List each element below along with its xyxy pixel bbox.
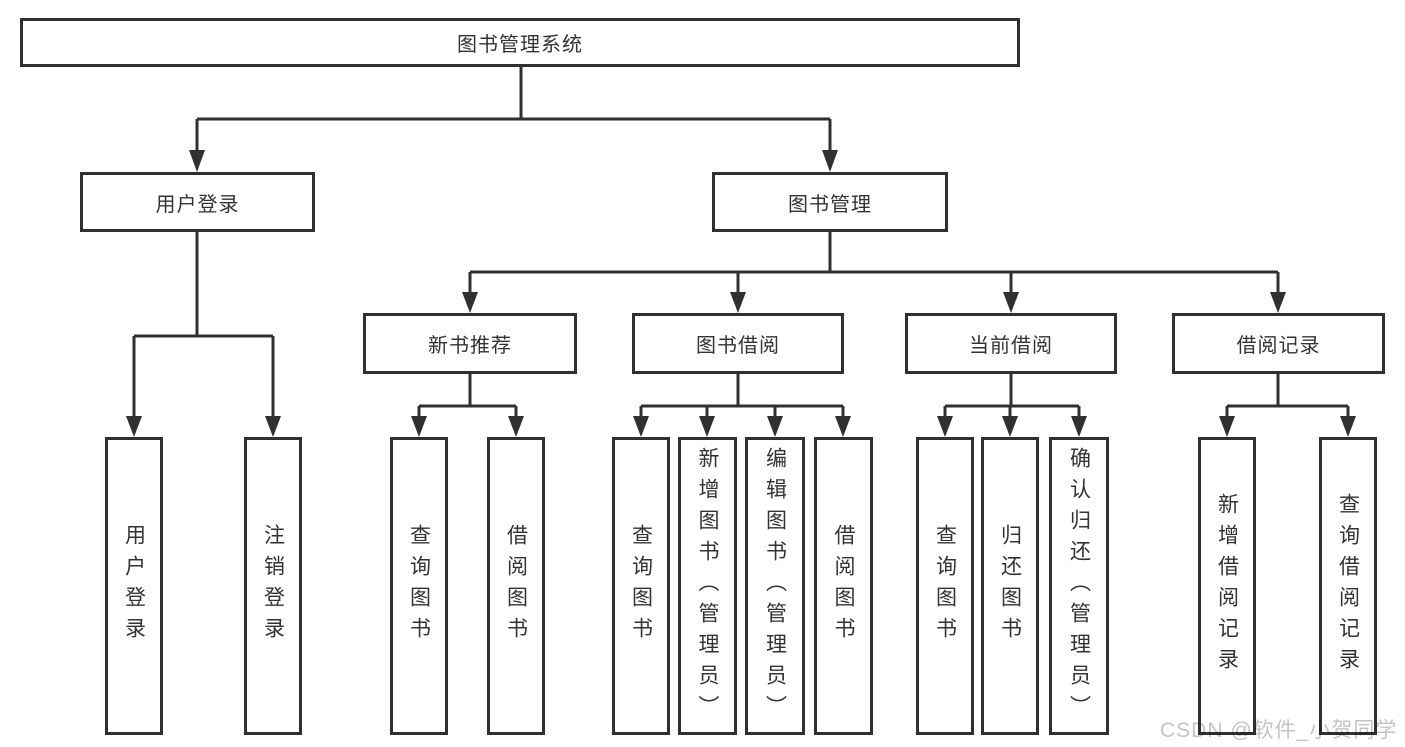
node-user-login: 用户登录 [80,172,315,232]
node-new-book-recommendation-label: 新书推荐 [428,335,512,357]
node-new-book-recommendation: 新书推荐 [363,313,577,374]
leaf-logout: 注销登录 [244,437,302,735]
leaf-user-login: 用户登录 [105,437,163,735]
leaf-add-book-admin: 新增图书（管理员） [678,437,737,735]
leaf-borrow-books-1: 借阅图书 [487,437,545,735]
leaf-query-books-1: 查询图书 [390,437,448,735]
watermark: CSDN @软件_小贺同学 [1160,719,1398,742]
node-book-management: 图书管理 [712,172,948,232]
leaf-add-book-admin-label: 新增图书（管理员） [696,446,719,726]
leaf-edit-book-admin-label: 编辑图书（管理员） [763,446,787,726]
leaf-query-books-2-label: 查询图书 [629,524,653,648]
leaf-query-books-1-label: 查询图书 [407,524,431,648]
leaf-user-login-label: 用户登录 [122,524,146,648]
node-root-label: 图书管理系统 [457,34,583,56]
node-current-borrowing-label: 当前借阅 [969,335,1053,357]
leaf-logout-label: 注销登录 [261,524,285,648]
node-book-borrowing: 图书借阅 [632,313,844,374]
leaf-return-books: 归还图书 [981,437,1039,735]
node-current-borrowing: 当前借阅 [905,313,1117,374]
leaf-return-books-label: 归还图书 [998,524,1022,648]
leaf-query-borrow-record-label: 查询借阅记录 [1336,493,1360,679]
leaf-borrow-books-2-label: 借阅图书 [832,524,855,648]
node-book-borrowing-label: 图书借阅 [696,335,780,357]
leaf-add-borrow-record-label: 新增借阅记录 [1215,493,1239,679]
leaf-add-borrow-record: 新增借阅记录 [1198,437,1256,735]
node-user-login-label: 用户登录 [155,193,240,216]
leaf-borrow-books-1-label: 借阅图书 [504,524,528,648]
leaf-query-books-3: 查询图书 [916,437,974,735]
node-book-management-label: 图书管理 [788,193,872,216]
leaf-edit-book-admin: 编辑图书（管理员） [745,437,805,735]
leaf-confirm-return-admin-label: 确认归还（管理员） [1067,446,1091,726]
leaf-confirm-return-admin: 确认归还（管理员） [1049,437,1109,735]
node-borrowing-records-label: 借阅记录 [1236,335,1321,357]
leaf-query-books-2: 查询图书 [612,437,670,735]
leaf-query-borrow-record: 查询借阅记录 [1319,437,1377,735]
leaf-query-books-3-label: 查询图书 [933,524,957,648]
node-root: 图书管理系统 [20,18,1020,67]
leaf-borrow-books-2: 借阅图书 [814,437,873,735]
node-borrowing-records: 借阅记录 [1172,313,1385,374]
